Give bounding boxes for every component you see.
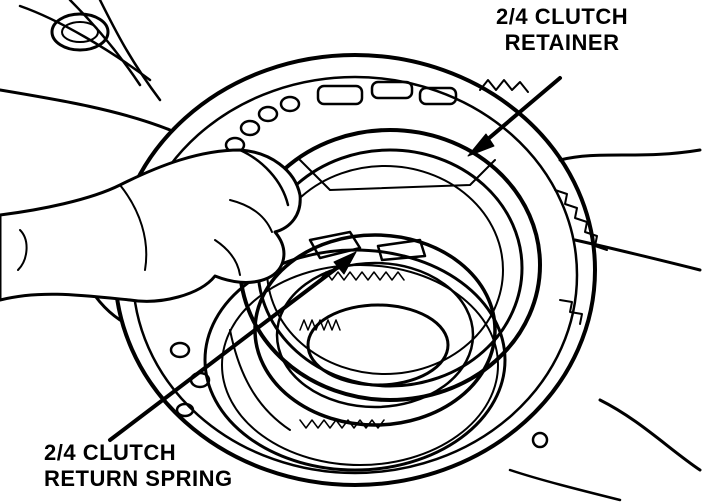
callout-spring-line1: 2/4 CLUTCH bbox=[44, 440, 177, 465]
callout-retainer-line1: 2/4 CLUTCH bbox=[496, 4, 629, 29]
retainer-arrowhead bbox=[467, 133, 495, 157]
housing-outline bbox=[18, 0, 162, 102]
technician-hand bbox=[0, 88, 302, 303]
callout-spring-line2: RETURN SPRING bbox=[44, 466, 233, 491]
callout-retainer-label: 2/4 CLUTCH RETAINER bbox=[496, 4, 628, 56]
inner-drum bbox=[253, 230, 497, 429]
spring-leader bbox=[108, 256, 352, 442]
case-teeth bbox=[479, 79, 608, 325]
callout-retainer-line2: RETAINER bbox=[504, 30, 620, 55]
callout-return-spring-label: 2/4 CLUTCH RETURN SPRING bbox=[44, 440, 233, 492]
spring-arrowhead bbox=[333, 251, 357, 275]
leader-arrowheads bbox=[333, 133, 495, 275]
